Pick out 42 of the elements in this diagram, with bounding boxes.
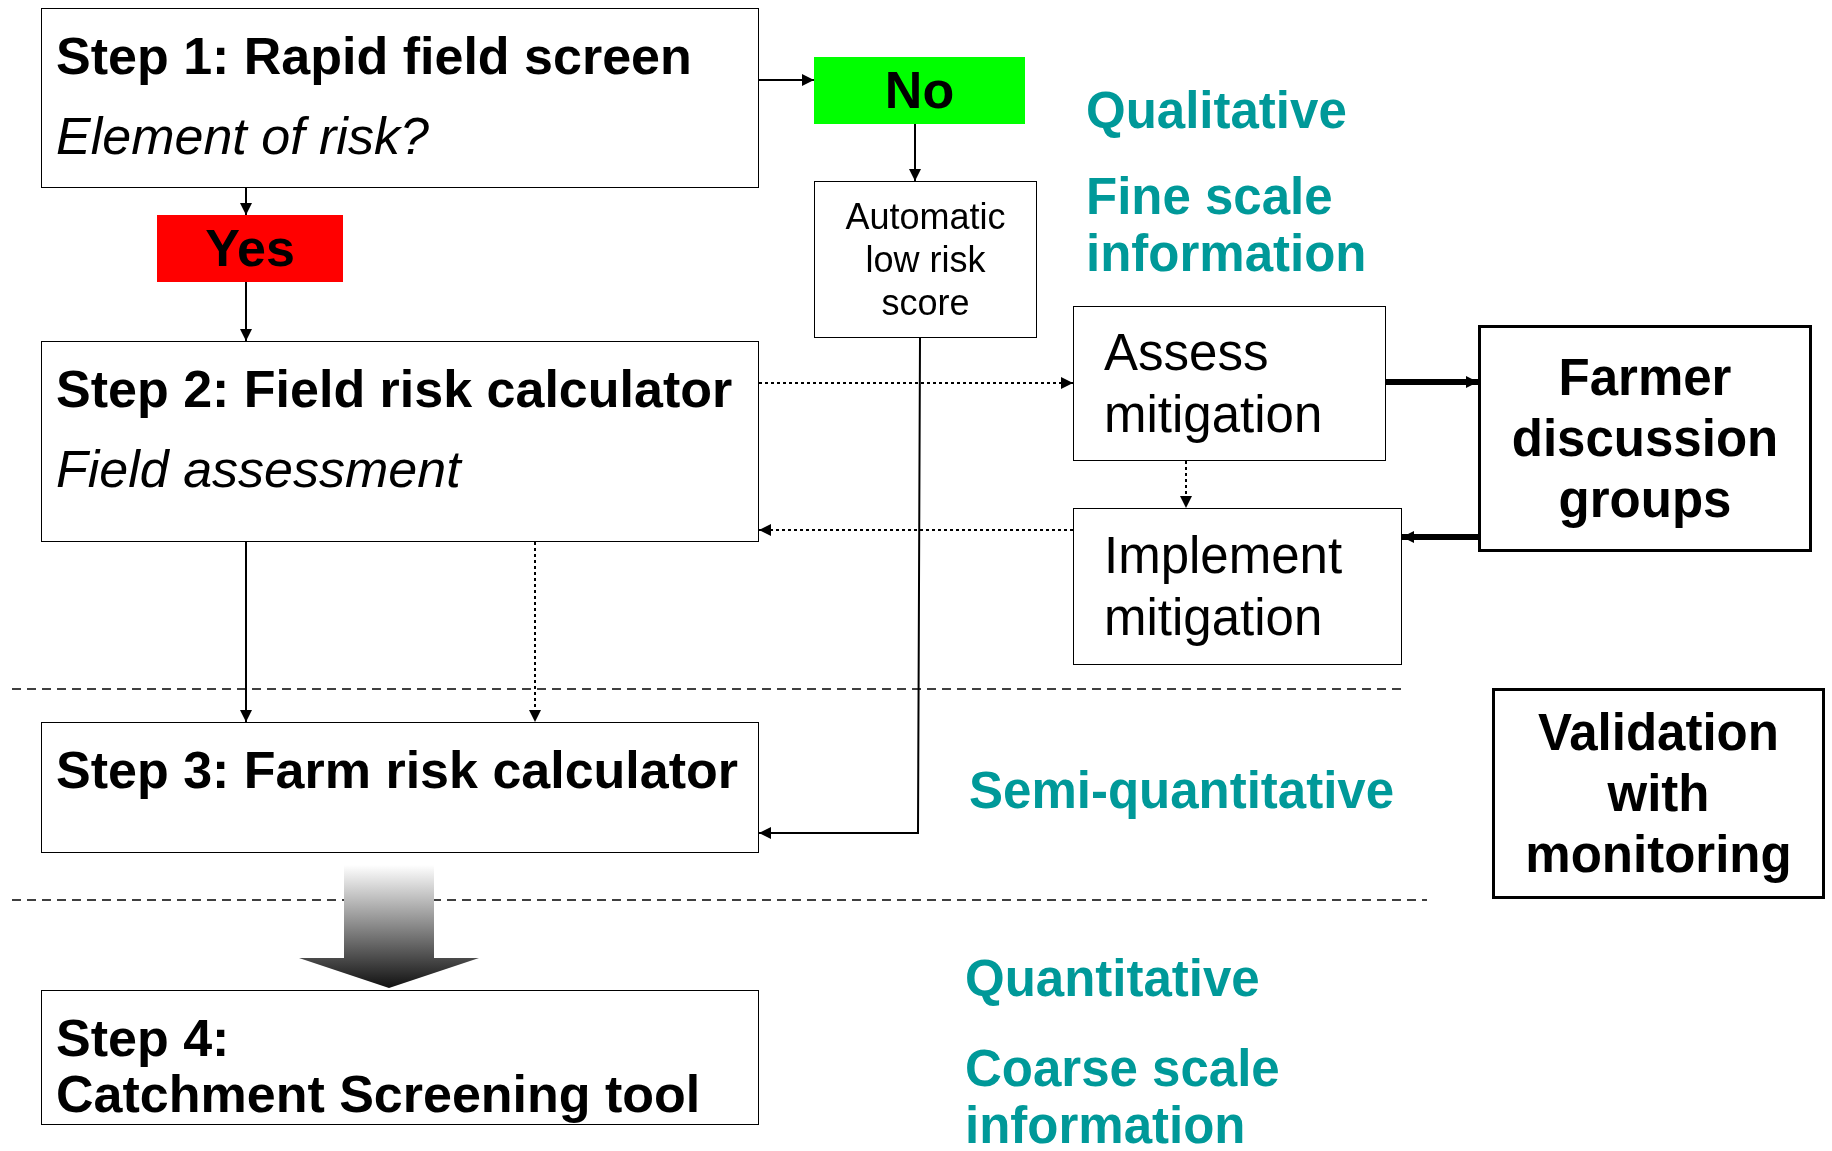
block-arrow <box>299 865 479 988</box>
node-heading: Step 1: Rapid field screen <box>56 26 692 87</box>
step-box <box>41 990 759 1125</box>
scale-label: Coarse scale information <box>965 1040 1281 1151</box>
node-heading: Yes <box>205 218 295 280</box>
node-heading: No <box>884 60 955 122</box>
group-box <box>1478 325 1812 552</box>
arrow <box>1386 376 1478 388</box>
action-box <box>1073 306 1386 461</box>
node-heading: Step 2: Field risk calculator <box>56 359 733 420</box>
node-heading: Validation with monitoring <box>1524 702 1793 886</box>
scale-label: Semi-quantitative <box>969 762 1395 820</box>
arrow <box>909 123 921 182</box>
arrow <box>1402 531 1478 543</box>
arrow <box>758 337 921 839</box>
scale-label: Quantitative <box>965 950 1260 1008</box>
step-box <box>41 341 759 542</box>
arrow <box>240 281 252 342</box>
arrow <box>240 541 252 723</box>
scale-label: Qualitative <box>1086 82 1347 140</box>
arrow <box>529 541 541 723</box>
action-box <box>1073 508 1402 665</box>
answer-tag <box>814 57 1025 124</box>
group-box <box>1492 688 1825 899</box>
step-box <box>41 722 759 853</box>
node-heading: Step 4: <box>56 1008 230 1069</box>
arrow <box>758 524 1074 536</box>
arrow <box>1180 460 1192 509</box>
node-heading: Implement mitigation <box>1104 526 1344 648</box>
step-box <box>41 8 759 188</box>
node-heading: Assess mitigation <box>1104 323 1324 445</box>
result-box <box>814 181 1037 338</box>
arrow <box>758 377 1074 389</box>
node-heading: Step 3: Farm risk calculator <box>56 740 739 801</box>
node-text: Field assessment <box>56 439 461 501</box>
arrow <box>758 74 815 86</box>
answer-tag <box>157 215 343 282</box>
node-heading: Farmer discussion groups <box>1510 347 1780 531</box>
arrow <box>240 187 252 216</box>
node-text: Element of risk? <box>56 106 429 168</box>
scale-label: Fine scale information <box>1086 168 1368 283</box>
node-heading: Automatic low risk score <box>844 194 1007 325</box>
